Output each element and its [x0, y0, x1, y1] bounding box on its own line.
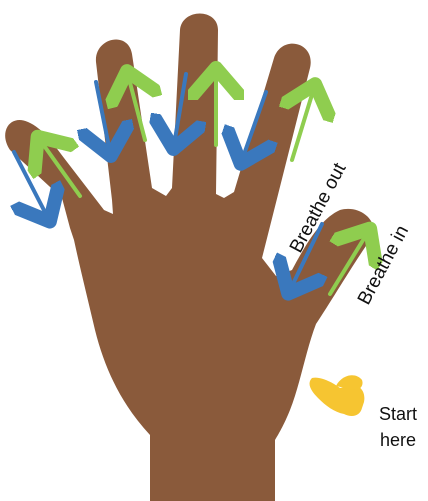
palm-shape: [5, 14, 373, 501]
pointing-hand-icon: [310, 375, 365, 416]
start-label-line1: Start: [368, 402, 428, 426]
hand: [5, 14, 373, 501]
start-label-line2: here: [368, 428, 428, 452]
